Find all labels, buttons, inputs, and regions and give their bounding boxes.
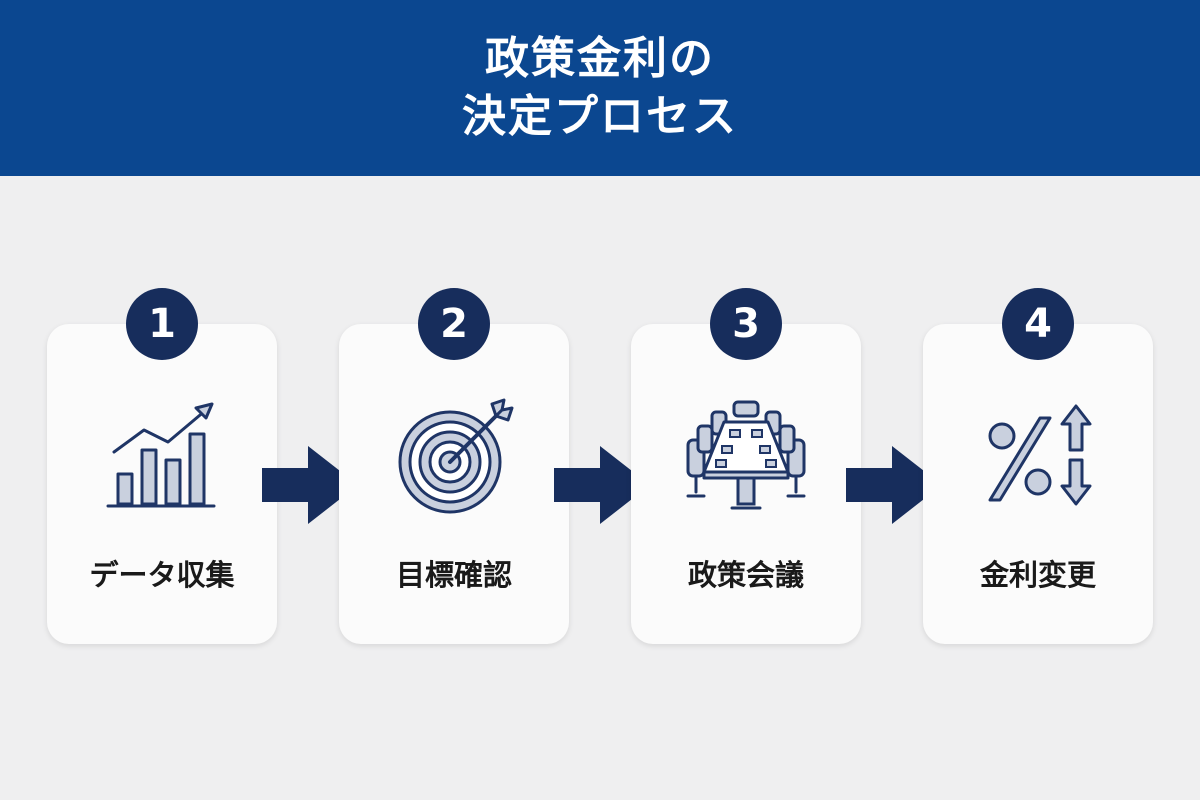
step-card-policy-meeting: 政策会議: [631, 324, 861, 644]
flow-arrow-icon: [554, 446, 650, 524]
step-card-target-check: 目標確認: [339, 324, 569, 644]
flow-arrow-icon: [262, 446, 358, 524]
title-banner: 政策金利の 決定プロセス: [0, 0, 1200, 176]
percent-up-down-icon: [988, 404, 1092, 506]
step-label-policy-meeting: 政策会議: [687, 558, 804, 592]
step-number-badge-2: 2: [418, 288, 490, 360]
step-label-target-check: 目標確認: [395, 558, 512, 592]
target-icon: [398, 398, 514, 514]
flow-arrow-icon: [846, 446, 942, 524]
page-title-line-1: 政策金利の: [485, 33, 715, 84]
step-number-badge-4: 4: [1002, 288, 1074, 360]
step-label-rate-change: 金利変更: [979, 558, 1096, 592]
step-number-badge-1: 1: [126, 288, 198, 360]
meeting-table-icon: [686, 400, 806, 510]
step-number-badge-3: 3: [710, 288, 782, 360]
step-card-rate-change: 金利変更: [923, 324, 1153, 644]
page-title-line-2: 決定プロセス: [462, 91, 738, 142]
step-label-data-collection: データ収集: [89, 558, 235, 592]
step-card-data-collection: データ収集: [47, 324, 277, 644]
bar-chart-growth-icon: [106, 402, 216, 508]
